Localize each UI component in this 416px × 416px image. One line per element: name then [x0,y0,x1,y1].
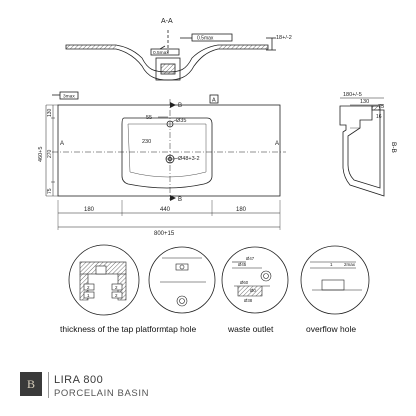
side-dim-16: 16 [376,114,382,120]
overflow-value-1: 1 [330,262,333,267]
section-aa-hatch [66,45,268,49]
caption-waste-outlet: waste outlet [228,324,274,334]
waste-value-3: Ø60 [240,280,249,285]
plan-section-a-right: A [275,141,279,147]
tap-platform-value-2: 1 [87,293,90,298]
side-dim-130: 130 [360,99,369,105]
waste-value-5: Ø0 [250,288,256,293]
detail-waste-outlet: Ø47 Ø45 Ø60 Ø38 Ø0 [221,246,289,314]
section-aa-detail-box [155,57,181,81]
plan-dim-55: 55 [146,115,152,121]
detail-overflow-hole: 1 2max [300,245,370,315]
tap-platform-value-1: 2 [87,285,90,290]
plan-flag-label: A [212,98,216,104]
model-name: LIRA 800 [54,374,104,386]
plan-dim-tap: Ø35 [176,118,186,124]
side-top-width: 180+/-5 [343,92,362,98]
plan-dim-130: 130 [47,108,53,117]
brand-divider [48,372,49,398]
overflow-value-2: 2max [344,262,356,267]
plan-view: A A B B A 3max 55 Ø35 230 Ø48+3-2 460+5 … [38,91,286,237]
product-subtitle: PORCELAIN BASIN [54,388,150,399]
tap-platform-value-3: 2 [115,285,118,290]
plan-dim-270: 270 [47,149,53,158]
plan-section-b-top: B [178,103,182,109]
plan-dim-180-left: 180 [84,207,95,213]
plan-dim-waste: Ø48+3-2 [178,156,200,162]
caption-overflow-hole: overflow hole [306,324,357,334]
plan-depth: 460+5 [38,147,44,162]
plan-dim-230: 230 [142,139,151,145]
side-dim-75: 75 [378,104,384,110]
waste-value-4: Ø38 [244,298,253,303]
waste-value-1: Ø47 [246,256,255,261]
section-aa-height: 18+/-2 [276,35,292,41]
plan-section-a-left: A [60,141,64,147]
detail-tap-hole [148,246,216,314]
section-aa-tol-1: 0.5max [197,36,214,42]
section-aa: A-A 0.5max 0.5max 18+/-2 [65,18,292,81]
waste-value-2: Ø45 [238,262,247,267]
plan-dim-440: 440 [160,207,171,213]
brand-logo: B [20,372,42,396]
caption-tap-hole: tap hole [166,324,197,334]
detail-tap-platform: 2 1 2 2 [68,244,140,316]
plan-dim-75: 75 [47,188,53,194]
bowl-outline [121,117,213,189]
plan-section-b-bottom: B [178,197,182,203]
plan-width: 800+15 [154,231,175,237]
tap-platform-value-4: 2 [115,293,118,298]
bowl-inner [127,123,207,178]
plan-tol: 3max [63,94,75,100]
side-section-bb: 180+/-5 130 75 16 B-B [339,92,397,197]
section-aa-tol-2: 0.5max [153,50,169,56]
side-section-label: B-B [390,142,397,153]
caption-tap-platform: thickness of the tap platform [60,324,167,334]
basin-outline [57,104,281,197]
section-aa-label: A-A [161,18,173,25]
plan-dim-180-right: 180 [236,207,247,213]
